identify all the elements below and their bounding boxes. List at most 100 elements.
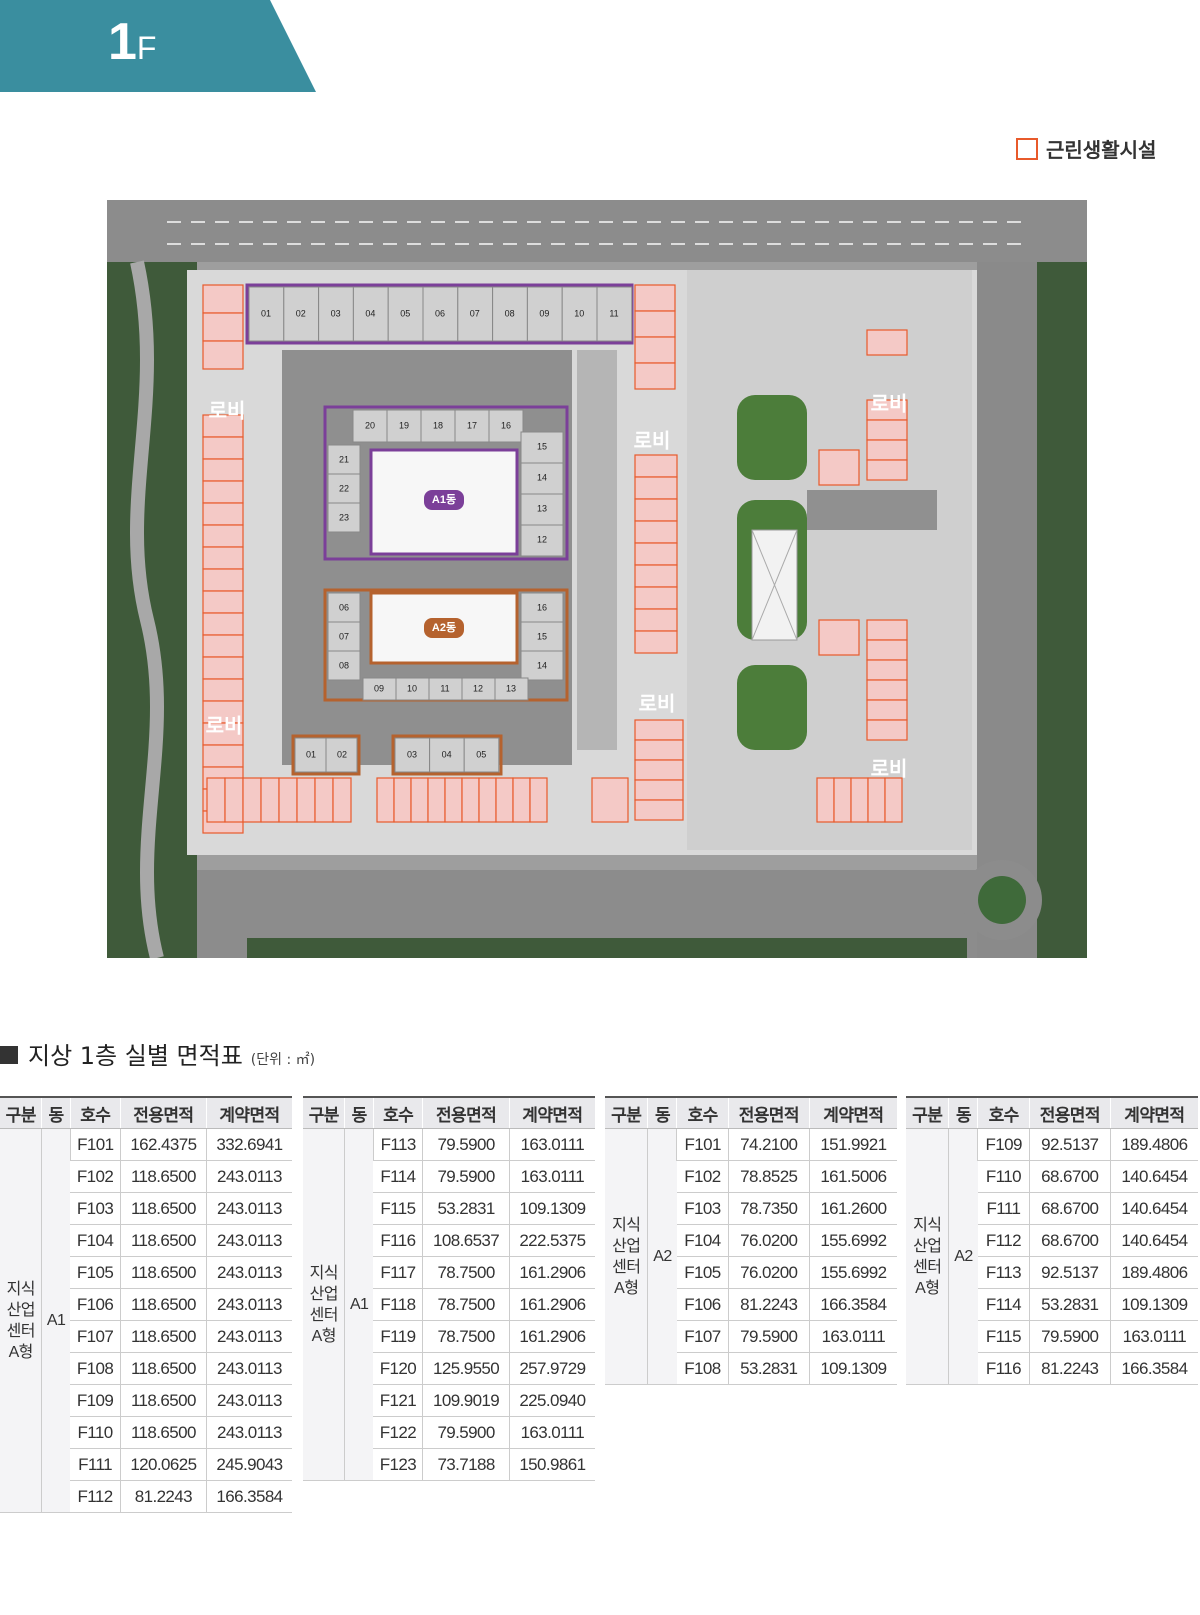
- contract-area-cell: 243.0113: [205, 1288, 292, 1321]
- col-header: 동: [41, 1096, 71, 1129]
- bottom-left-outline: [291, 734, 361, 776]
- unit-cell: F111: [977, 1192, 1030, 1225]
- building-label-badge: [424, 490, 464, 510]
- unit-cell: F113: [372, 1128, 423, 1161]
- group-label-line: A형: [311, 1327, 337, 1345]
- retail-unit: [202, 656, 244, 680]
- unit-number: 03: [407, 749, 417, 759]
- retail-unit: [634, 719, 684, 741]
- roundabout: [978, 876, 1026, 924]
- unit-cell: F101: [69, 1128, 121, 1161]
- retail-unit: [866, 719, 908, 741]
- contract-area-cell: 155.6992: [808, 1224, 897, 1257]
- contract-area-cell: 109.1309: [808, 1352, 897, 1385]
- retail-unit: [634, 454, 678, 478]
- retail-unit: [202, 524, 244, 548]
- unit-cell: F102: [70, 1160, 121, 1193]
- unit-number: 06: [435, 308, 445, 318]
- road-top: [107, 200, 1087, 262]
- unit-cell: F114: [373, 1160, 423, 1193]
- exclusive-area-cell: 81.2243: [727, 1288, 810, 1321]
- exclusive-area-cell: 118.6500: [119, 1224, 207, 1257]
- exclusive-area-cell: 53.2831: [422, 1192, 510, 1225]
- unit-cell: F117: [373, 1256, 423, 1289]
- unit-cell: F106: [70, 1288, 121, 1321]
- retail-unit: [866, 459, 908, 481]
- unit-number: 04: [442, 749, 452, 759]
- group-label-line: 산업: [612, 1237, 641, 1255]
- retail-unit: [260, 777, 280, 823]
- office-unit: [454, 409, 490, 443]
- unit-cell: F105: [676, 1256, 729, 1289]
- retail-unit: [866, 419, 908, 441]
- contract-area-cell: 332.6941: [205, 1128, 292, 1161]
- office-unit: [494, 677, 529, 701]
- exclusive-area-cell: 76.0200: [727, 1224, 810, 1257]
- lobby-label: 로비: [871, 392, 908, 415]
- exclusive-area-cell: 118.6500: [119, 1384, 207, 1417]
- unit-number: 19: [399, 420, 409, 430]
- section-title: 지상 1층 실별 면적표 (단위 : ㎡): [0, 1036, 315, 1071]
- exclusive-area-cell: 118.6500: [119, 1352, 207, 1385]
- exclusive-area-cell: 81.2243: [119, 1480, 207, 1513]
- retail-unit: [634, 362, 676, 390]
- contract-area-cell: 243.0113: [205, 1416, 292, 1449]
- floor-tag: 1F: [0, 0, 316, 92]
- retail-unit: [202, 678, 244, 702]
- unit-number: 05: [476, 749, 486, 759]
- exclusive-area-cell: 78.7350: [727, 1192, 810, 1225]
- exclusive-area-cell: 79.5900: [422, 1128, 510, 1161]
- retail-unit: [202, 502, 244, 526]
- exclusive-area-cell: 120.0625: [119, 1448, 207, 1481]
- unit-cell: F102: [676, 1160, 729, 1193]
- group-label-line: 지식: [309, 1264, 339, 1282]
- unit-number: 12: [473, 683, 483, 693]
- office-unit: [520, 650, 564, 681]
- col-header: 계약면적: [1109, 1096, 1198, 1129]
- dong-cell: A1: [41, 1128, 71, 1513]
- office-unit: [520, 524, 564, 557]
- retail-unit: [866, 619, 908, 641]
- bottom-mid-outline: [391, 734, 503, 776]
- office-unit: [327, 592, 361, 623]
- building-label-badge: [424, 618, 464, 638]
- retail-unit: [634, 520, 678, 544]
- unit-cell: F121: [373, 1384, 423, 1417]
- exclusive-area-cell: 118.6500: [119, 1320, 207, 1353]
- unit-number: 14: [537, 472, 547, 482]
- unit-number: 10: [574, 308, 584, 318]
- contract-area-cell: 243.0113: [205, 1352, 292, 1385]
- exclusive-area-cell: 162.4375: [119, 1128, 207, 1161]
- group-label-line: 지식: [612, 1216, 641, 1234]
- retail-unit: [866, 639, 908, 661]
- unit-cell: F105: [70, 1256, 121, 1289]
- unit-number: 13: [506, 683, 516, 693]
- unit-number: 06: [339, 602, 349, 612]
- plaza: [687, 270, 972, 850]
- retail-unit: [850, 777, 869, 823]
- retail-unit: [866, 659, 908, 681]
- retail-unit: [529, 777, 548, 823]
- unit-number: 09: [539, 308, 549, 318]
- col-header: 구분: [605, 1096, 648, 1129]
- office-unit: [352, 409, 388, 443]
- unit-cell: F103: [70, 1192, 121, 1225]
- unit-number: 11: [440, 683, 449, 693]
- section-unit: (단위 : ㎡): [250, 1052, 316, 1068]
- exclusive-area-cell: 78.7500: [422, 1256, 510, 1289]
- retail-unit: [634, 542, 678, 566]
- col-header: 전용면적: [119, 1096, 207, 1129]
